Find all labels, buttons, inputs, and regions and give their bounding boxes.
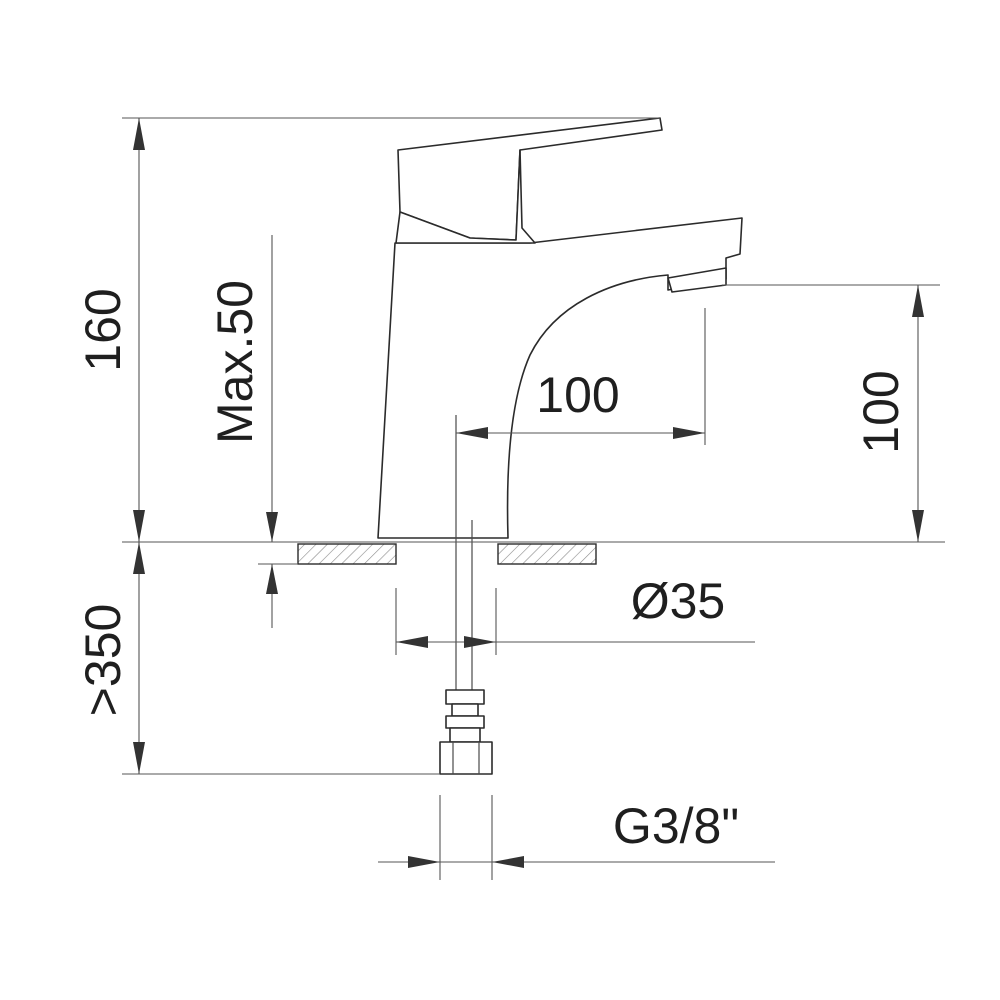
dimension-spout-height (722, 284, 940, 542)
dimension-hose-length (122, 542, 440, 775)
label-hole-diameter: Ø35 (631, 573, 726, 629)
label-thread: G3/8" (613, 798, 739, 854)
supply-hose (445, 415, 485, 743)
label-hose-length: >350 (75, 604, 131, 717)
label-max-thickness: Max.50 (207, 280, 263, 444)
dimension-reach (456, 308, 706, 445)
handle-block (395, 149, 536, 244)
handle-lever (397, 117, 663, 241)
dimension-deck-thickness (258, 235, 298, 628)
dimension-hole-diameter (395, 588, 755, 655)
label-spout-height: 100 (853, 370, 909, 453)
hose-nut (439, 741, 493, 775)
dimension-total-height (122, 117, 945, 543)
deck-plate-left (297, 543, 397, 565)
label-reach: 100 (536, 367, 619, 423)
dimension-thread (378, 795, 775, 880)
faucet-body (377, 117, 743, 539)
label-total-height: 160 (75, 288, 131, 371)
deck-plate-right (497, 543, 597, 565)
